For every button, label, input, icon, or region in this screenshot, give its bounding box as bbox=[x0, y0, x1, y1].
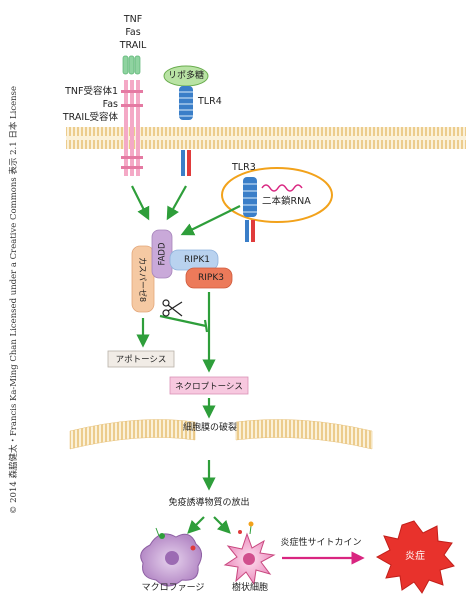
ruptured-membrane bbox=[69, 419, 373, 450]
fadd-label-box: FADD bbox=[152, 230, 172, 278]
receptor-fas-label: Fas bbox=[102, 99, 118, 110]
receptor-arrows bbox=[131, 185, 241, 236]
copyright-credit: © 2014 森脇健太・Francis Ka-Ming Chan License… bbox=[9, 85, 19, 515]
dendritic-cell-label: 樹状細胞 bbox=[231, 583, 268, 593]
tlr4-receptor-icon bbox=[179, 86, 193, 176]
inflammation-label: 炎症 bbox=[405, 551, 425, 562]
inhibition-line bbox=[159, 314, 209, 333]
macrophage-label: マクロファージ bbox=[141, 583, 205, 593]
dendritic-cell-icon bbox=[223, 521, 276, 586]
membrane-rupture-label: 細胞膜の破裂 bbox=[182, 423, 237, 433]
caspase8-label-box: カスパーゼ8 bbox=[132, 246, 154, 312]
lps-label: リポ多糖 bbox=[167, 71, 204, 81]
ripk3-shape bbox=[185, 267, 233, 289]
necroptosis-label: ネクロプトーシス bbox=[175, 381, 243, 392]
receptor-tnfr1-label: TNF受容体1 bbox=[65, 86, 118, 97]
cytokine-label: 炎症性サイトカイン bbox=[280, 538, 362, 548]
apoptosis-label-box: アポトーシス bbox=[108, 351, 174, 367]
release-label: 免疫誘導物質の放出 bbox=[168, 498, 250, 508]
caspase8-label: カスパーゼ8 bbox=[138, 256, 148, 302]
caspase8-shape bbox=[131, 245, 155, 313]
ripk3-label: RIPK3 bbox=[198, 273, 224, 283]
ripk1-label: RIPK1 bbox=[184, 255, 210, 265]
necroptosis-box bbox=[169, 376, 249, 395]
ripk3-label-box: RIPK3 bbox=[186, 268, 232, 288]
macrophage-icon bbox=[140, 527, 202, 587]
tlr3-label: TLR3 bbox=[232, 162, 256, 173]
cell-arrows bbox=[187, 516, 231, 534]
apoptosis-label: アポトーシス bbox=[115, 355, 167, 365]
fadd-label: FADD bbox=[157, 242, 168, 266]
dsrna-icon bbox=[261, 184, 303, 192]
scissors-icon bbox=[162, 299, 183, 317]
dsrna-label: 二本鎖RNA bbox=[262, 196, 311, 207]
ligand-fas-label: Fas bbox=[125, 27, 141, 38]
apoptosis-box bbox=[107, 350, 175, 368]
endosome-outline bbox=[221, 167, 333, 223]
ripk1-label-box: RIPK1 bbox=[170, 250, 218, 270]
tlr3-receptor-icon bbox=[243, 177, 257, 242]
inflammation-burst bbox=[375, 520, 455, 594]
death-receptor-icon bbox=[121, 80, 143, 176]
ligand-tnf-label: TNF bbox=[123, 14, 143, 25]
tlr4-label: TLR4 bbox=[198, 96, 222, 107]
receptor-trailr-label: TRAIL受容体 bbox=[62, 112, 118, 123]
ligand-trail-label: TRAIL bbox=[119, 40, 147, 51]
plasma-membrane bbox=[66, 127, 466, 149]
tnf-ligand-icon bbox=[122, 55, 141, 75]
necroptosis-label-box: ネクロプトーシス bbox=[170, 377, 248, 394]
